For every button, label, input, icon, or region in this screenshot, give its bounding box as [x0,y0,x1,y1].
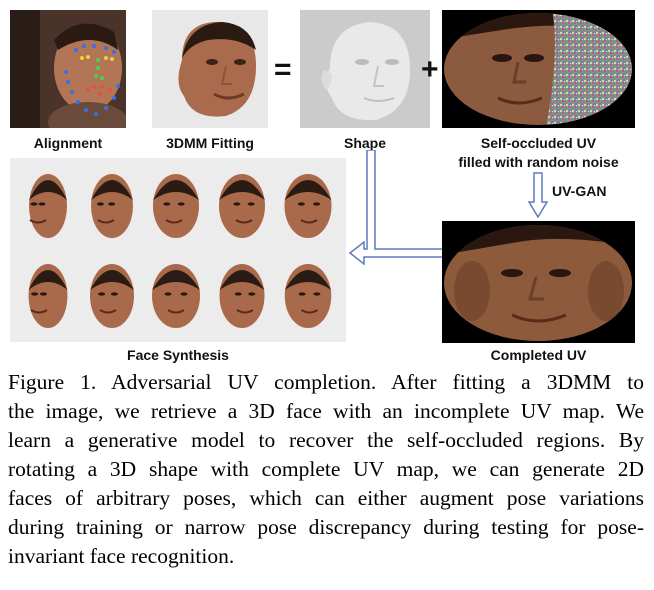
synthesized-face [284,174,332,238]
self-occluded-uv-image [442,10,635,128]
completed-uv-image [442,221,635,343]
face-synthesis-panel [10,158,346,342]
shape-image [300,10,430,128]
self-occluded-label-line1: Self-occluded UV [480,135,597,151]
synthesized-face [284,264,332,328]
face-synthesis-label: Face Synthesis [127,347,229,363]
synthesized-face [219,264,265,328]
alignment-label: Alignment [33,135,103,151]
completed-uv-label: Completed UV [490,347,587,363]
caption-line: rotating a 3D shape with complete UV map… [8,457,644,481]
plus-operator: + [421,53,439,86]
uv-gan-arrow [528,172,548,218]
synthesized-face [153,174,199,238]
synthesized-face [28,264,68,328]
self-occluded-label-line2: filled with random noise [458,154,619,170]
caption-line: during training or narrow pose discrepan… [8,515,644,539]
figure-caption: Figure 1. Adversarial UV completion. Aft… [8,368,644,571]
fitting-label: 3DMM Fitting [166,135,254,151]
shape-label: Shape [343,135,386,151]
caption-line: learn a generative model to recover the … [8,428,644,452]
caption-line: faces of arbitrary poses, which can eith… [8,486,644,510]
caption-line: invariant face recognition. [8,544,235,568]
equals-operator: = [274,53,292,86]
synthesized-face [219,174,265,238]
uv-gan-label: UV-GAN [552,183,607,199]
synthesized-face [91,174,133,238]
synthesized-face [152,264,200,328]
fitting-image [152,10,268,128]
caption-line: the image, we retrieve a 3D face with an… [8,399,644,423]
synthesized-face [90,264,134,328]
alignment-image [10,10,126,128]
synthesized-face [29,174,67,238]
caption-line: Figure 1. Adversarial UV completion. Aft… [8,370,644,394]
